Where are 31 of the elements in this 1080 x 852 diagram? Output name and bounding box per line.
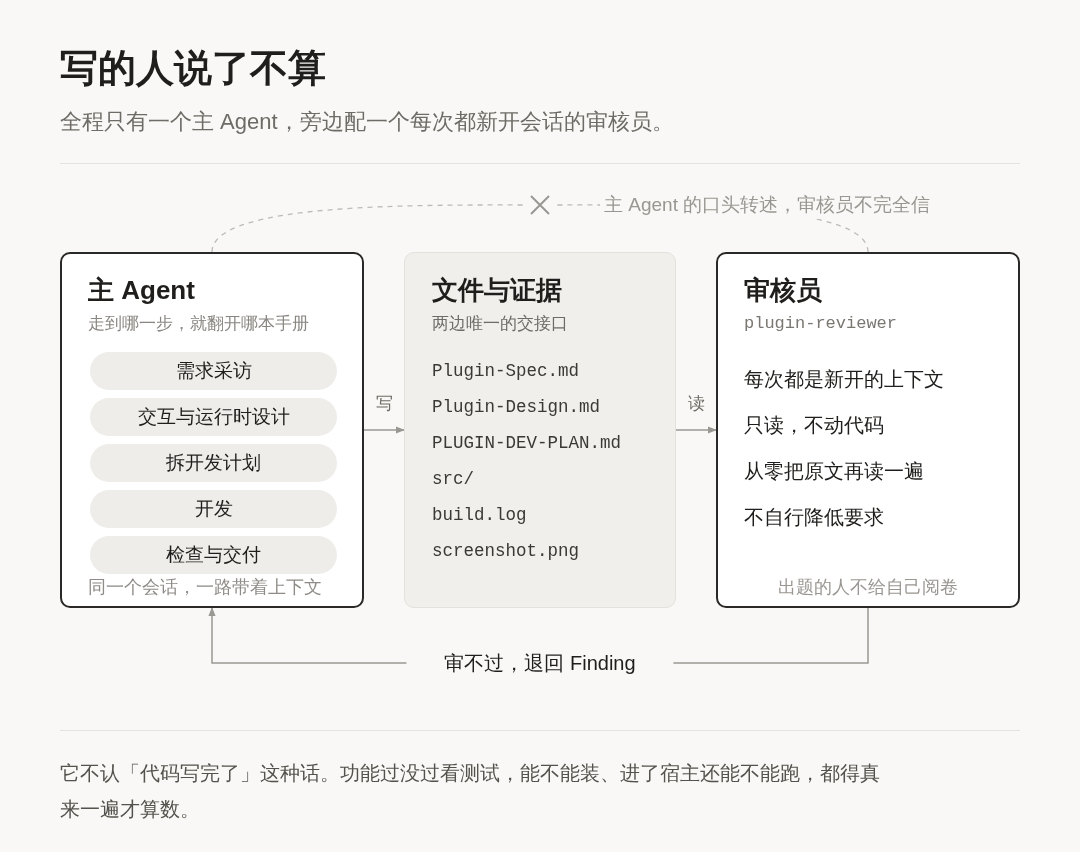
subtitle: 全程只有一个主 Agent，旁边配一个每次都新开会话的审核员。: [60, 108, 674, 136]
rule-item: 不自行降低要求: [744, 505, 884, 530]
file-name: Plugin-Design.md: [432, 396, 601, 419]
rule-item: 每次都是新开的上下文: [744, 367, 944, 392]
step-pill: 需求采访: [90, 352, 337, 390]
arrow: [675, 426, 717, 434]
file-name: Plugin-Spec.md: [432, 360, 580, 383]
agent-card: [60, 252, 364, 608]
card-footer: 出题的人不给自己阅卷: [718, 575, 1018, 599]
card-subtitle: 两边唯一的交接口: [432, 313, 568, 335]
caption: 它不认「代码写完了」这种话。功能过没过看测试，能不能装、进了宿主还能不能跑，都得真来一遍才算数。: [60, 761, 881, 822]
card-heading: 文件与证据: [432, 274, 562, 307]
file-name: PLUGIN-DEV-PLAN.md: [432, 432, 622, 455]
arrow: [363, 426, 405, 434]
rule-item: 从零把原文再读一遍: [744, 459, 924, 484]
card-subtitle: 走到哪一步，就翻开哪本手册: [88, 313, 309, 335]
files-panel: [404, 252, 676, 608]
file-name: src/: [432, 468, 474, 491]
agent-id: plugin-reviewer: [744, 313, 898, 335]
card-footer: 同一个会话，一路带着上下文: [88, 575, 322, 599]
card-heading: 主 Agent: [88, 274, 195, 307]
file-name: build.log: [432, 504, 527, 527]
card-heading: 审核员: [744, 274, 822, 307]
rule-item: 只读，不动代码: [744, 413, 884, 438]
step-pill: 交互与运行时设计: [90, 398, 337, 436]
step-pill: 检查与交付: [90, 536, 337, 574]
step-pill: 拆开发计划: [90, 444, 337, 482]
step-pill: 开发: [90, 490, 337, 528]
reviewer-card: [716, 252, 1020, 608]
file-name: screenshot.png: [432, 540, 580, 563]
title: 写的人说了不算: [60, 46, 326, 91]
